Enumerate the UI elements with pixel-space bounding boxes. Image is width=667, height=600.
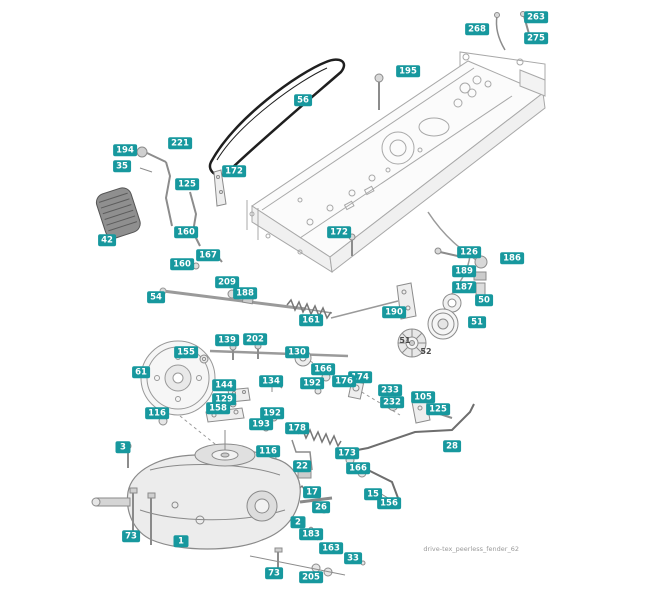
part-label-183[interactable]: 183 [299,528,323,540]
part-label-22[interactable]: 22 [293,460,311,472]
part-label-178[interactable]: 178 [285,422,309,434]
spacer-stack-right [348,233,488,296]
part-label-173[interactable]: 173 [335,447,359,459]
part-label-126[interactable]: 126 [457,246,481,258]
part-number-text-52: 52 [420,347,432,356]
spring-161 [286,298,332,320]
part-label-35[interactable]: 35 [113,160,131,172]
part-label-51[interactable]: 51 [468,316,486,328]
part-label-192[interactable]: 192 [260,407,284,419]
part-label-3[interactable]: 3 [115,441,131,453]
part-label-221[interactable]: 221 [168,137,192,149]
part-label-160[interactable]: 160 [174,226,198,238]
part-label-56[interactable]: 56 [294,94,312,106]
part-label-1[interactable]: 1 [173,535,189,547]
part-label-174[interactable]: 174 [348,371,372,383]
part-label-17[interactable]: 17 [303,486,321,498]
part-label-116[interactable]: 116 [256,445,280,457]
part-label-161[interactable]: 161 [299,314,323,326]
part-label-232[interactable]: 232 [380,396,404,408]
part-label-189[interactable]: 189 [452,265,476,277]
pedal-linkage [136,146,227,270]
part-label-158[interactable]: 158 [206,402,230,414]
part-label-26[interactable]: 26 [312,501,330,513]
part-label-167[interactable]: 167 [196,249,220,261]
part-label-233[interactable]: 233 [378,384,402,396]
part-label-61[interactable]: 61 [132,366,150,378]
part-label-156[interactable]: 156 [377,497,401,509]
part-label-263[interactable]: 263 [524,11,548,23]
part-label-186[interactable]: 186 [500,252,524,264]
part-label-194[interactable]: 194 [113,144,137,156]
part-label-172[interactable]: 172 [222,165,246,177]
part-label-73[interactable]: 73 [265,567,283,579]
part-label-129[interactable]: 129 [212,393,236,405]
part-label-205[interactable]: 205 [299,571,323,583]
frame-assembly [246,51,546,273]
part-label-176[interactable]: 176 [332,375,356,387]
part-label-192[interactable]: 192 [300,377,324,389]
part-label-105[interactable]: 105 [411,391,435,403]
idler-pulleys [427,293,462,340]
part-label-15[interactable]: 15 [364,488,382,500]
part-label-130[interactable]: 130 [285,346,309,358]
grooved-pulley [397,328,427,358]
part-label-42[interactable]: 42 [98,234,116,246]
transaxle [91,430,333,550]
part-label-166[interactable]: 166 [346,462,370,474]
spring-178-lever [291,426,342,471]
part-label-2[interactable]: 2 [290,516,306,528]
part-label-50[interactable]: 50 [475,294,493,306]
footer-filename: drive-tex_peerless_fender_62 [423,545,519,553]
part-label-139[interactable]: 139 [215,334,239,346]
part-label-28[interactable]: 28 [443,440,461,452]
part-label-125[interactable]: 125 [426,403,450,415]
part-label-209[interactable]: 209 [215,276,239,288]
part-label-160[interactable]: 160 [170,258,194,270]
part-number-text-51: 51 [399,336,411,345]
pedal-42 [95,187,141,239]
part-label-275[interactable]: 275 [524,32,548,44]
part-label-163[interactable]: 163 [319,542,343,554]
part-label-125[interactable]: 125 [175,178,199,190]
part-label-155[interactable]: 155 [174,346,198,358]
part-label-193[interactable]: 193 [249,418,273,430]
part-label-268[interactable]: 268 [465,23,489,35]
part-label-195[interactable]: 195 [396,65,420,77]
bolt-195 [374,73,384,110]
flat-idler-pulley-61 [140,340,216,416]
part-label-188[interactable]: 188 [233,287,257,299]
part-label-187[interactable]: 187 [452,281,476,293]
part-label-73[interactable]: 73 [122,530,140,542]
part-label-134[interactable]: 134 [259,375,283,387]
part-label-202[interactable]: 202 [243,333,267,345]
part-label-33[interactable]: 33 [344,552,362,564]
part-label-190[interactable]: 190 [382,306,406,318]
part-label-166[interactable]: 166 [311,363,335,375]
part-label-116[interactable]: 116 [145,407,169,419]
part-label-144[interactable]: 144 [212,379,236,391]
part-label-172[interactable]: 172 [327,226,351,238]
part-label-54[interactable]: 54 [147,291,165,303]
